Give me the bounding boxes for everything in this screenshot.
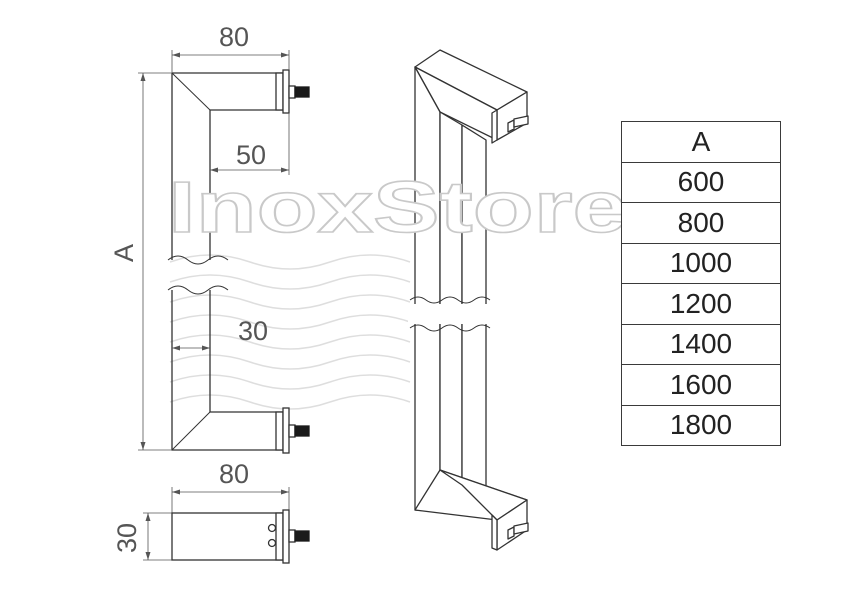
table-cell: 800 [621, 202, 781, 244]
table-row: A [621, 121, 781, 163]
table-row: 1200 [621, 283, 781, 325]
table-cell: 1600 [621, 364, 781, 406]
table-cell: 1800 [621, 404, 781, 446]
table-cell: 1000 [621, 242, 781, 284]
dim-top-width: 80 [219, 22, 249, 52]
dimension-lines [138, 50, 290, 561]
dim-bottom-width: 80 [219, 459, 249, 489]
table-cell: 600 [621, 161, 781, 203]
dim-height-A: A [109, 244, 139, 262]
front-view [167, 69, 310, 454]
table-row: 1400 [621, 323, 781, 365]
size-table: A 600 800 1000 1200 1400 1600 1800 [621, 121, 781, 446]
bottom-view [171, 509, 310, 564]
table-row: 1000 [621, 242, 781, 284]
table-row: 1600 [621, 364, 781, 406]
dim-bar-offset: 30 [238, 316, 268, 346]
dim-inner-length: 50 [236, 140, 266, 170]
table-row: 600 [621, 161, 781, 203]
watermark-text: InoxStore [168, 168, 628, 248]
table-header-A: A [621, 121, 781, 163]
table-row: 1800 [621, 404, 781, 446]
dim-bottom-height: 30 [112, 523, 142, 553]
table-cell: 1200 [621, 283, 781, 325]
dimension-arrows [140, 52, 289, 560]
table-cell: 1400 [621, 323, 781, 365]
table-row: 800 [621, 202, 781, 244]
watermark-waves [169, 254, 411, 410]
isometric-view [408, 49, 529, 551]
